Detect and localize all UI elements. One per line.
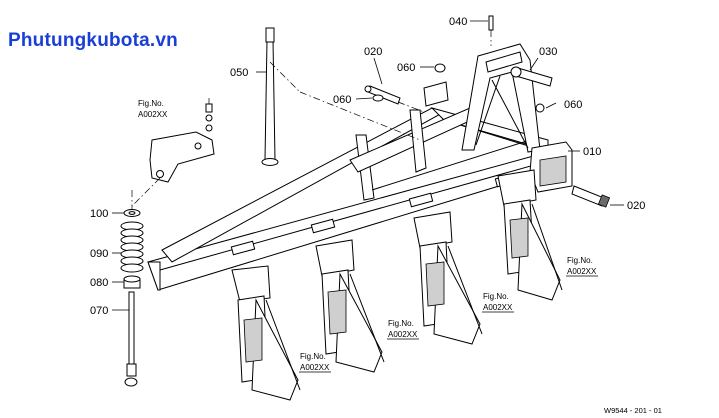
fig-ref-5-line1: Fig.No. [300, 352, 326, 361]
drawing-number: W9544 - 201 - 01 [604, 406, 662, 415]
callout-100: 100 [90, 208, 108, 220]
callout-090: 090 [90, 248, 108, 260]
callout-040: 040 [449, 16, 467, 28]
callout-010: 010 [583, 146, 601, 158]
figure-references: Fig.No. A002XX Fig.No. A002XX Fig.No. A0… [138, 99, 598, 373]
rod-070 [124, 291, 138, 387]
callout-020-upper: 020 [364, 46, 382, 58]
watermark-text: Phutungkubota.vn [8, 30, 178, 51]
washer-100 [123, 209, 141, 217]
callout-060-top: 060 [397, 62, 415, 74]
collar-080 [123, 275, 141, 289]
assembly-lines [131, 30, 492, 210]
callout-080: 080 [90, 277, 108, 289]
pin-030 [510, 66, 553, 87]
callout-060-right: 060 [564, 99, 582, 111]
fig-ref-4-line1: Fig.No. [388, 319, 414, 328]
fig-ref-3-line1: Fig.No. [483, 292, 509, 301]
fig-ref-5-line2: A002XX [300, 363, 330, 372]
fig-ref-1-line1: Fig.No. [138, 99, 164, 108]
clip-060-parts [372, 15, 545, 113]
spring-090 [120, 221, 144, 273]
plow-unit-3 [413, 211, 483, 345]
stand-post-050 [261, 27, 279, 166]
leader-lines [112, 20, 624, 311]
main-frame [147, 43, 573, 291]
fig-ref-1-line2: A002XX [138, 110, 168, 119]
fig-ref-3-line2: A002XX [483, 303, 513, 312]
plow-unit-4 [497, 169, 563, 301]
fig-ref-2-line1: Fig.No. [567, 256, 593, 265]
pin-020-upper [364, 85, 401, 105]
callout-020-lower: 020 [627, 200, 645, 212]
bracket-detail [149, 103, 215, 183]
fig-ref-4-line2: A002XX [388, 330, 418, 339]
callout-labels: 040 020 030 050 060 060 060 010 020 100 … [90, 16, 645, 317]
callout-070: 070 [90, 305, 108, 317]
callout-030: 030 [539, 46, 557, 58]
callout-050: 050 [230, 67, 248, 79]
fig-ref-2-line2: A002XX [567, 267, 597, 276]
plow-unit-2 [315, 239, 385, 373]
pin-020-lower [571, 185, 611, 208]
callout-060-left: 060 [333, 94, 351, 106]
plow-unit-1 [231, 265, 301, 401]
